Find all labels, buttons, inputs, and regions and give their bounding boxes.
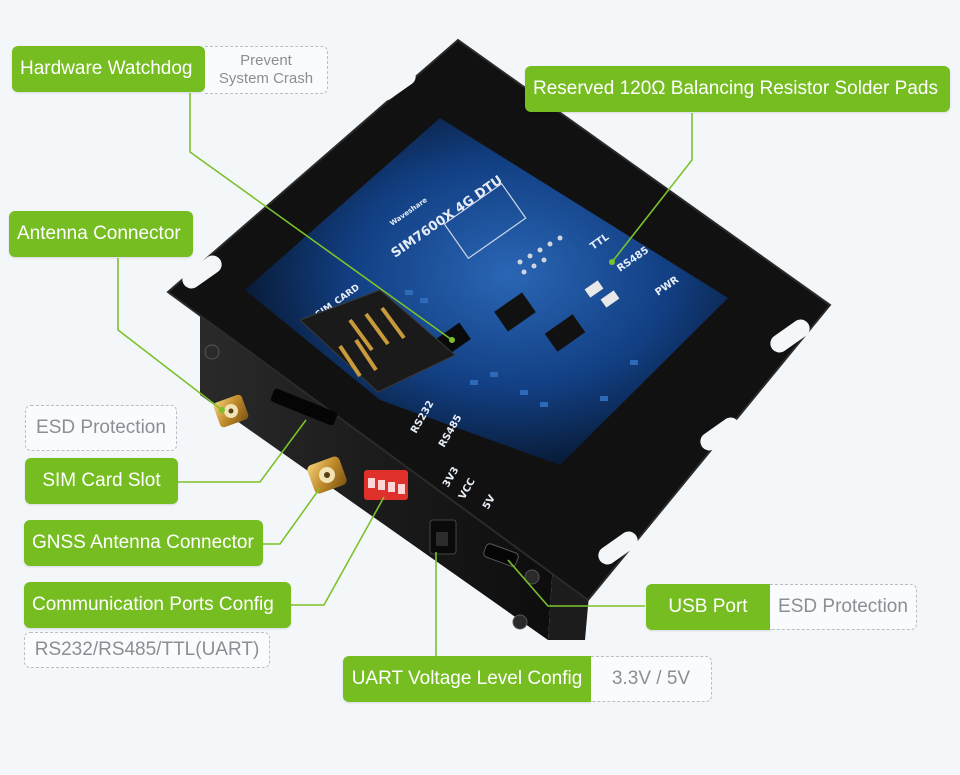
sim-esd-note: ESD Protection (25, 405, 177, 451)
uart-voltage-label: UART Voltage Level Config (351, 668, 583, 689)
gnss-connector-illustration (307, 456, 347, 494)
sim-card-holder (299, 289, 456, 393)
gnss-antenna-label: GNSS Antenna Connector (32, 532, 254, 553)
uart-voltage-note-text: 3.3V / 5V (611, 668, 691, 689)
watchdog-note-line1: Prevent (240, 52, 292, 69)
callout-sim-card-slot: SIM Card Slot (25, 458, 178, 504)
callout-balancing-resistor: Reserved 120Ω Balancing Resistor Solder … (525, 66, 950, 112)
sim-esd-note-text: ESD Protection (36, 417, 166, 438)
callout-hardware-watchdog: Hardware Watchdog (12, 46, 205, 92)
sim-card-slot-label: SIM Card Slot (42, 470, 161, 491)
sim-slot-opening (270, 388, 338, 426)
usb-port-illustration (483, 543, 519, 567)
callout-antenna-connector: Antenna Connector (9, 211, 193, 257)
hardware-watchdog-label: Hardware Watchdog (20, 58, 193, 79)
comm-ports-config-label: Communication Ports Config (32, 594, 274, 615)
antenna-connector-illustration (213, 394, 249, 428)
watchdog-note: Prevent System Crash (205, 46, 328, 94)
callout-usb-port: USB Port (646, 584, 770, 630)
callout-gnss-antenna: GNSS Antenna Connector (24, 520, 263, 566)
callout-uart-voltage: UART Voltage Level Config (343, 656, 591, 702)
leader-dots (219, 259, 615, 413)
antenna-connector-label: Antenna Connector (17, 223, 181, 244)
callout-comm-ports-config: Communication Ports Config (24, 582, 291, 628)
enclosure-screws (204, 344, 540, 630)
comm-ports-note-text: RS232/RS485/TTL(UART) (34, 639, 260, 660)
uart-voltage-note: 3.3V / 5V (591, 656, 712, 702)
dip-switch-illustration (364, 470, 408, 500)
usb-esd-note-text: ESD Protection (778, 596, 908, 617)
slide-switch-illustration (429, 519, 457, 555)
balancing-resistor-label: Reserved 120Ω Balancing Resistor Solder … (533, 78, 938, 99)
usb-esd-note: ESD Protection (770, 584, 917, 630)
watchdog-note-line2: System Crash (218, 70, 314, 87)
usb-port-label: USB Port (668, 596, 748, 617)
leader-lines (117, 93, 693, 658)
mounting-slots (182, 67, 810, 565)
comm-ports-note: RS232/RS485/TTL(UART) (24, 632, 270, 668)
